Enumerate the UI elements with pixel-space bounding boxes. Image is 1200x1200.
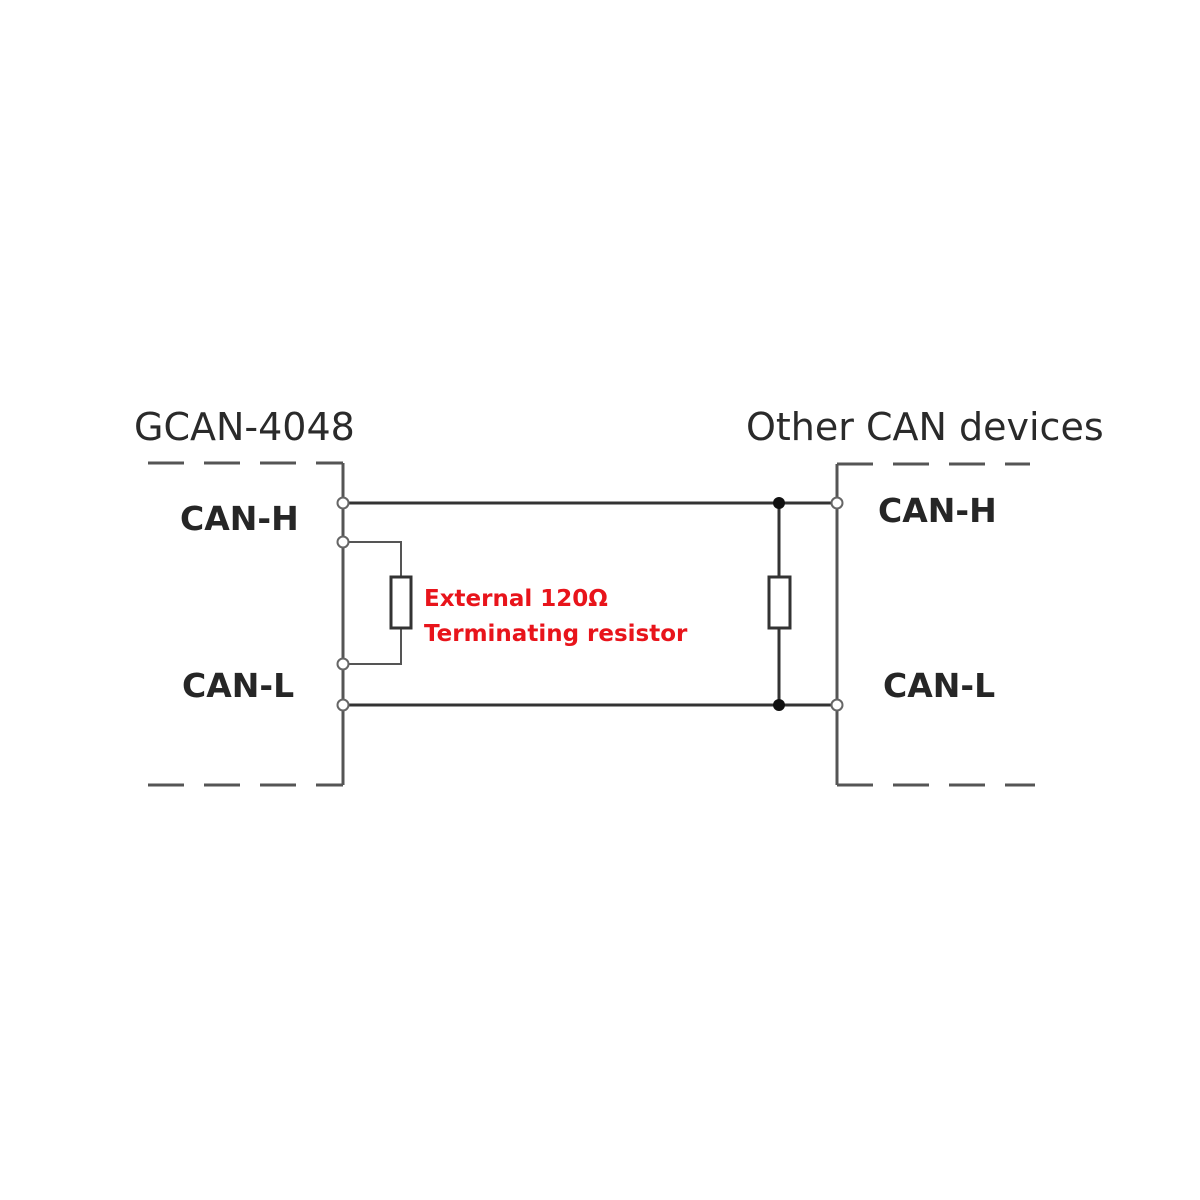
right-can-h-terminal xyxy=(830,496,844,510)
left-device-title: GCAN-4048 xyxy=(134,405,355,449)
left-device-box xyxy=(148,461,345,787)
far-end-resistor-branch xyxy=(767,497,792,711)
left-can-l-label: CAN-L xyxy=(182,666,294,705)
external-resistor-lower-lead xyxy=(343,628,402,665)
left-resistor-lower-terminal xyxy=(336,657,350,671)
external-terminating-resistor xyxy=(389,575,413,630)
right-device-box xyxy=(835,462,1035,787)
resistor-note-line-2: Terminating resistor xyxy=(424,621,688,647)
can-l-junction-dot xyxy=(773,699,785,711)
external-resistor-upper-lead xyxy=(343,541,402,577)
right-device-title: Other CAN devices xyxy=(746,405,1104,449)
left-can-l-terminal xyxy=(336,698,350,712)
left-can-h-terminal xyxy=(336,496,350,510)
left-resistor-upper-terminal xyxy=(336,535,350,549)
can-h-junction-dot xyxy=(773,497,785,509)
external-resistor-loop xyxy=(343,541,413,665)
resistor-note-line-1: External 120Ω xyxy=(424,586,608,612)
right-can-l-terminal xyxy=(830,698,844,712)
left-can-h-label: CAN-H xyxy=(180,499,299,538)
right-can-l-label: CAN-L xyxy=(883,666,995,705)
right-can-h-label: CAN-H xyxy=(878,491,997,530)
far-end-terminating-resistor xyxy=(767,575,792,630)
